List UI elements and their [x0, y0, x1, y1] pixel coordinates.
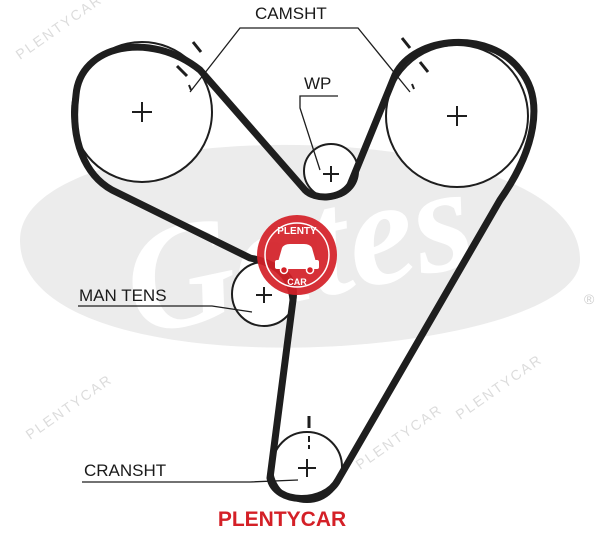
svg-text:PLENTYCAR: PLENTYCAR [453, 351, 546, 423]
pulley-centers [132, 102, 467, 477]
timing-mark-right-cam [400, 37, 430, 90]
tensioner-leader [78, 305, 253, 313]
timing-marks [175, 37, 430, 449]
cross-icon [256, 287, 272, 303]
plentycar-brand-text: PLENTYCAR [218, 508, 346, 531]
crankshaft-leader [82, 479, 299, 483]
cross-icon [132, 102, 152, 122]
plentycar-badge: PLENTY CAR [257, 215, 337, 295]
svg-text:PLENTYCAR: PLENTYCAR [23, 371, 116, 443]
cross-icon [323, 166, 339, 182]
water-pump-label: WP [304, 74, 331, 93]
badge-inner-ring [264, 222, 330, 288]
camshaft-label: CAMSHT [255, 4, 327, 23]
badge-top-text: PLENTY [277, 226, 317, 237]
water-pump-leader [299, 95, 338, 171]
crankshaft-label: CRANSHT [84, 461, 166, 480]
leader-lines [78, 27, 411, 483]
svg-text:PLENTYCAR: PLENTYCAR [13, 0, 106, 62]
manual-tensioner-label: MAN TENS [79, 286, 167, 305]
registered-mark: ® [584, 291, 595, 307]
cross-icon [447, 106, 467, 126]
car-icon [275, 244, 319, 275]
timing-mark-left-cam [175, 41, 203, 91]
cross-icon [298, 459, 316, 477]
camshaft-leader [189, 27, 411, 93]
badge-bottom-text: CAR [287, 277, 307, 287]
